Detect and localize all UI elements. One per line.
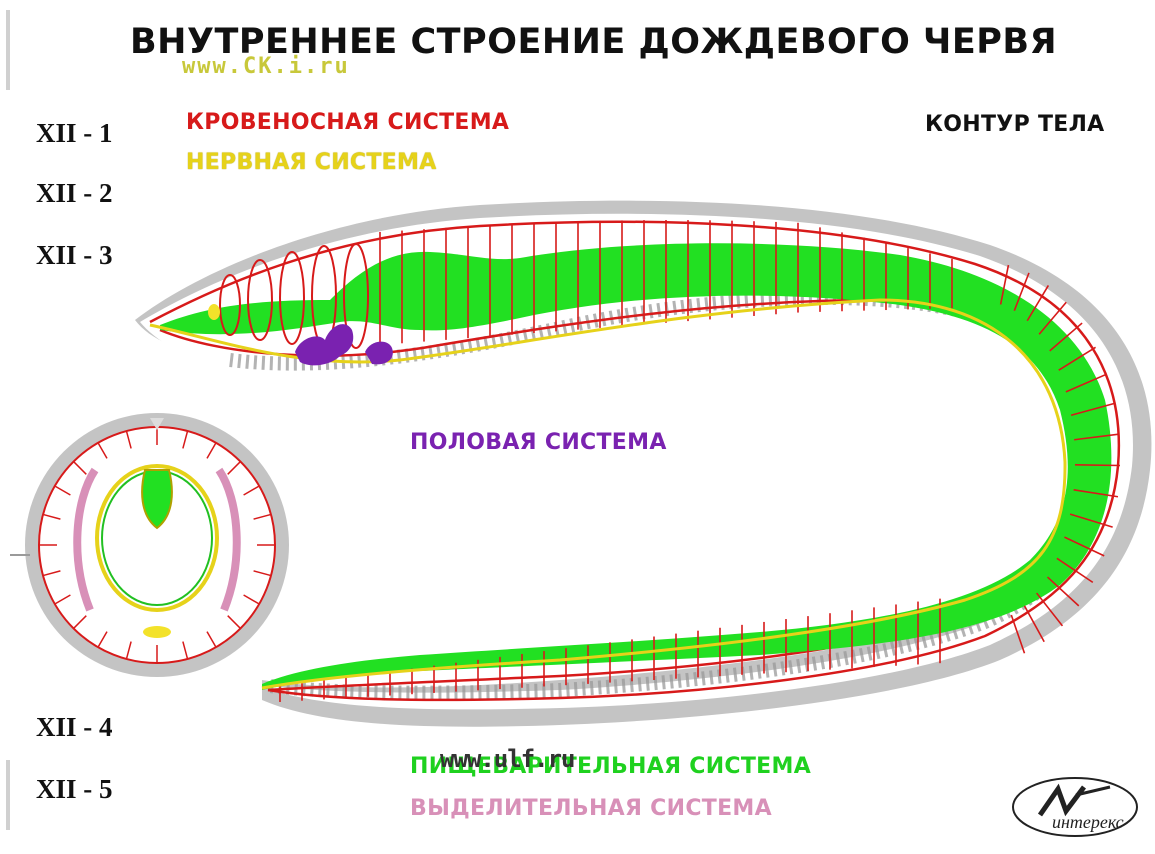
label-nervous-system: НЕРВНАЯ СИСТЕМА: [186, 150, 437, 175]
slide-label-xii-2[interactable]: XII - 2: [36, 178, 113, 209]
label-excretory-system: ВЫДЕЛИТЕЛЬНАЯ СИСТЕМА: [410, 796, 772, 821]
watermark-text: www.CK.i.ru: [182, 54, 350, 79]
cross-section: [10, 413, 289, 677]
label-reproductive-system: ПОЛОВАЯ СИСТЕМА: [410, 430, 667, 455]
ventral-bristle-band: [230, 298, 1092, 693]
label-body-contour: КОНТУР ТЕЛА: [925, 112, 1104, 137]
slide-label-xii-4[interactable]: XII - 4: [36, 712, 113, 743]
cerebral-ganglion: [208, 304, 220, 320]
label-blood-system: КРОВЕНОСНАЯ СИСТЕМА: [186, 110, 509, 135]
slide-label-xii-1[interactable]: XII - 1: [36, 118, 113, 149]
slide-label-xii-3[interactable]: XII - 3: [36, 240, 113, 271]
slide-label-xii-5[interactable]: XII - 5: [36, 774, 113, 805]
logo-text: интерекс: [1052, 812, 1124, 833]
digestive-overlay-text: www.ulf.ru: [440, 745, 575, 773]
